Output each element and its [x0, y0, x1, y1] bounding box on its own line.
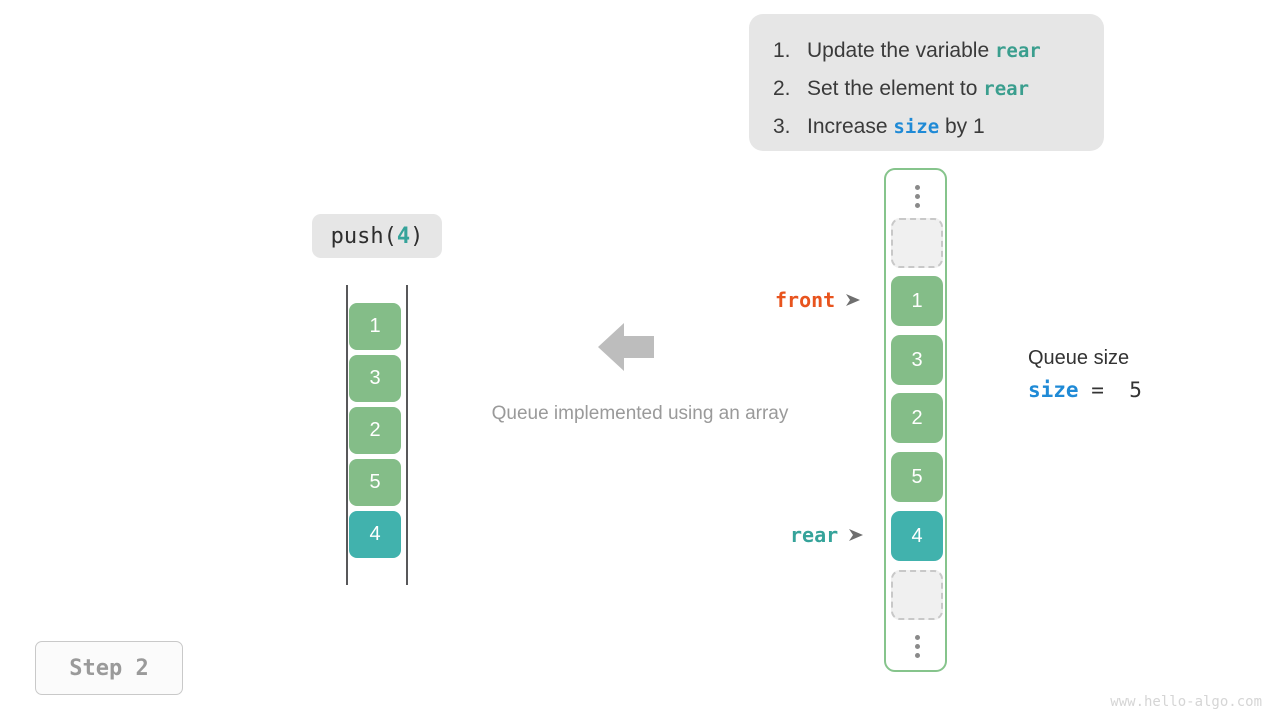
code-token-rear: rear	[983, 78, 1030, 100]
array-cell-empty	[891, 218, 943, 268]
code-token-rear: rear	[994, 40, 1041, 62]
operation-close-paren: )	[410, 223, 424, 249]
operation-label: push(4)	[312, 214, 442, 258]
front-pointer-label: front	[775, 288, 861, 312]
ellipsis-icon-top	[891, 176, 943, 216]
code-token-size: size	[893, 116, 940, 138]
array-cell: 5	[891, 452, 943, 502]
array-cell: 1	[891, 276, 943, 326]
instruction-step: 1. Update the variable rear	[749, 32, 1104, 70]
size-variable-name: size	[1028, 378, 1079, 402]
instruction-step: 3. Increase size by 1	[749, 108, 1104, 146]
array-cell: 3	[891, 335, 943, 385]
array-cell: 2	[891, 393, 943, 443]
ellipsis-icon-bottom	[891, 626, 943, 666]
queue-cell-highlighted: 4	[349, 511, 401, 558]
queue-size-readout: Queue size size = 5	[1028, 343, 1142, 407]
queue-size-title: Queue size	[1028, 347, 1130, 369]
pointer-arrow-icon	[848, 523, 864, 547]
operation-argument: 4	[396, 223, 411, 249]
size-value: 5	[1129, 378, 1142, 402]
instruction-step-number: 3.	[773, 115, 791, 138]
watermark: www.hello-algo.com	[1110, 694, 1262, 710]
instruction-step-text: Set the element to rear	[807, 77, 1030, 100]
instruction-step: 2. Set the element to rear	[749, 70, 1104, 108]
instruction-step-number: 2.	[773, 77, 791, 100]
arrow-left-icon	[598, 323, 654, 371]
front-pointer-text: front	[775, 288, 836, 312]
array-cell-empty	[891, 570, 943, 620]
rear-pointer-text: rear	[790, 523, 839, 547]
array-cell-highlighted: 4	[891, 511, 943, 561]
diagram-caption: Queue implemented using an array	[491, 403, 789, 424]
instruction-callout: 1. Update the variable rear 2. Set the e…	[749, 14, 1104, 151]
abstract-queue: 1 3 2 5 4	[346, 285, 408, 585]
instruction-step-text: Increase size by 1	[807, 115, 985, 138]
queue-cell: 2	[349, 407, 401, 454]
abstract-queue-cells: 1 3 2 5 4	[349, 303, 401, 563]
queue-cell: 3	[349, 355, 401, 402]
rear-pointer-label: rear	[790, 523, 864, 547]
queue-bracket-right	[406, 285, 408, 585]
queue-bracket-left	[346, 285, 348, 585]
pointer-arrow-icon	[845, 288, 861, 312]
queue-cell: 5	[349, 459, 401, 506]
instruction-step-text: Update the variable rear	[807, 39, 1041, 62]
step-badge: Step 2	[35, 641, 183, 695]
queue-size-expression: size = 5	[1028, 373, 1142, 407]
size-operator: =	[1091, 378, 1104, 402]
array-container: 1 3 2 5 4	[884, 168, 947, 672]
operation-name: push(	[330, 223, 397, 249]
queue-cell: 1	[349, 303, 401, 350]
instruction-step-number: 1.	[773, 39, 791, 62]
